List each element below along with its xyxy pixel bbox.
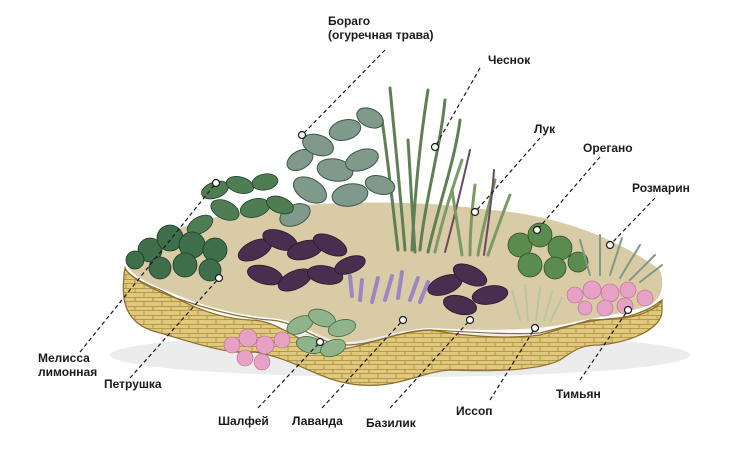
- label-parsley: Петрушка: [104, 377, 162, 391]
- sage-flowers: [223, 328, 291, 371]
- leader-thyme: [579, 309, 629, 381]
- sage-plant: [286, 308, 357, 358]
- leader-lines: [79, 49, 656, 409]
- onion-plant: [450, 169, 512, 257]
- leader-onion: [474, 137, 541, 213]
- label-sage: Шалфей: [218, 414, 269, 428]
- leader-oregano: [536, 156, 601, 231]
- leader-garlic: [434, 67, 481, 148]
- leader-parsley: [129, 277, 220, 379]
- garlic-plant: [380, 86, 471, 254]
- rosemary-plant: [579, 234, 663, 283]
- label-lemon-balm: Мелисса лимонная: [38, 351, 97, 379]
- label-lemon-balm-line1: Мелисса: [38, 351, 90, 365]
- leader-hyssop: [489, 327, 536, 401]
- leader-sage: [257, 341, 321, 409]
- label-rosemary: Розмарин: [632, 181, 690, 195]
- label-garlic: Чеснок: [488, 53, 531, 67]
- leader-lemon-balm: [79, 182, 217, 353]
- label-lavender: Лаванда: [292, 414, 343, 428]
- thyme-plant: [566, 280, 654, 317]
- purple-basil-plant: [237, 229, 509, 316]
- label-borago-line2: (огуречная трава): [328, 28, 434, 42]
- leader-basil: [389, 319, 471, 409]
- borago-plant: [279, 107, 396, 227]
- leader-endpoints: [211, 130, 633, 347]
- leader-lavender: [321, 319, 404, 409]
- label-thyme: Тимьян: [556, 387, 601, 401]
- label-hyssop: Иссоп: [456, 404, 493, 418]
- label-borago-line1: Бораго: [328, 14, 371, 28]
- label-oregano: Орегано: [583, 141, 633, 155]
- label-basil: Базилик: [366, 416, 416, 430]
- oregano-plant: [507, 222, 589, 280]
- hyssop-plant: [511, 284, 563, 323]
- leader-borago: [301, 49, 386, 136]
- lemon-balm-plant: [186, 173, 294, 236]
- label-onion: Лук: [534, 122, 556, 136]
- leader-rosemary: [609, 197, 656, 246]
- label-lemon-balm-line2: лимонная: [38, 365, 98, 379]
- lavender-plant: [348, 270, 430, 304]
- label-borago: Бораго (огуречная трава): [328, 14, 434, 42]
- raised-bed-wall: [122, 265, 663, 386]
- parsley-plant: [125, 224, 228, 282]
